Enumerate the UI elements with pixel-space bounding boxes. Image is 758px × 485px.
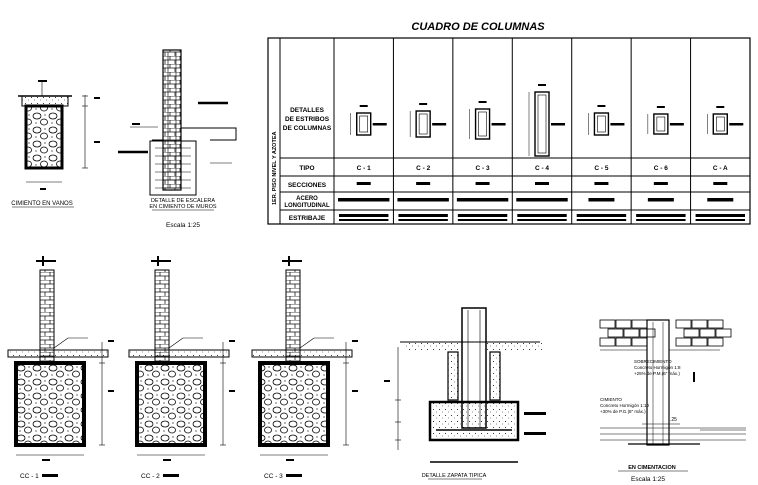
zapata-tipica-detail: DETALLE ZAPATA TIPICA [384,307,546,480]
cc-label: CC - 1 [20,473,39,480]
brick-wall-right [675,319,732,347]
cimentacion-label: EN CIMENTACION [628,465,676,471]
brick [599,319,616,329]
column-6: C - 6 [636,106,686,221]
column-section-sketch [653,113,669,135]
brick [683,328,700,338]
acero-value-bar [397,198,449,202]
table-border [267,37,751,225]
column-3: C - 3 [456,101,509,221]
brick [707,337,724,347]
cimiento-3: +30% de P.G.(8" máx.) [600,409,646,414]
section-value-bar [356,182,371,185]
cc-label: CC - 3 [264,473,283,480]
brick [607,328,624,338]
column-section-sketch [474,108,491,140]
column-type-label: C - 5 [594,165,608,172]
cc-label: CC - 2 [141,473,160,480]
column-type-label: C - 3 [476,165,490,172]
column-section-sketch [356,112,372,136]
row-label-acero-1: ACERO [296,196,318,202]
brick [599,337,616,347]
escalera-label-1: DETALLE DE ESCALERA [151,198,215,204]
brick [615,337,632,347]
table-title: CUADRO DE COLUMNAS [411,21,545,33]
brick [707,319,724,329]
acero-value-bar [516,198,568,202]
estribaje-value-bar [398,214,448,217]
row-label-secciones: SECCIONES [288,182,327,189]
brick [699,328,716,338]
column-type-label: C - 6 [654,165,668,172]
cimiento-1: CIMIENTO [600,397,622,402]
cc-3-detail: CC - 3 [251,256,358,480]
acero-value-bar [338,198,390,202]
column-type-label: C - A [713,165,728,172]
brick [691,319,708,329]
section-value-bar [594,182,609,185]
acero-value-bar [647,198,674,202]
sobrecimiento-1: SOBRECIMIENTO [634,359,672,364]
acero-value-bar [456,198,509,202]
section-value-bar [535,182,549,185]
estribaje-value-bar [457,214,508,217]
detalle-escalera-detail: DETALLE DE ESCALERA EN CIMIENTO DE MUROS… [118,49,237,229]
brick [615,319,632,329]
section-value-bar [713,182,728,185]
cimiento-2: Concreto Hormigón 1:10 [600,403,650,408]
row-label-acero-2: LONGITUDINAL [284,203,330,209]
section-value-bar [416,182,431,185]
cimiento-en-vanos-detail: CIMIENTO EN VANOS [11,80,100,208]
column-type-label: C - 2 [416,165,430,172]
column-section-sketch [593,112,610,136]
sobrecimiento-2: Concreto Hormigón 1:8 [634,365,681,370]
column-4: C - 4 [516,84,568,221]
brick [691,337,708,347]
cc-2-detail: CC - 2 [128,256,235,480]
details-line-1: DETALLES [290,107,324,114]
columns-schedule-table: CUADRO DE COLUMNAS 1ER. PISO NIVEL Y AZO… [267,21,751,225]
section-value-bar [653,182,668,185]
section-value-bar [475,182,490,185]
column-type-label: C - 4 [535,165,549,172]
estribaje-value-bar [517,214,567,217]
cc-1-detail: CC - 1 [7,256,114,480]
escalera-label-2: EN CIMIENTO DE MUROS [149,204,216,210]
estribaje-value-bar [636,214,686,217]
estribaje-value-bar [576,214,627,217]
brick [631,337,648,347]
acero-value-bar [707,198,734,202]
column-1: C - 1 [338,105,390,221]
acero-value-bar [588,198,615,202]
column-section-sketch [534,91,550,157]
details-line-2: DE ESTRIBOS [285,116,330,123]
brick [715,328,732,338]
row-label-tipo: TIPO [299,165,314,172]
column-5: C - 5 [576,105,627,221]
dimension-25: .25 [670,417,677,423]
zapata-label: DETALLE ZAPATA TIPICA [422,473,487,479]
brick [675,319,692,329]
column-type-label: C - 1 [357,165,371,172]
cimiento-vanos-label: CIMIENTO EN VANOS [11,201,72,207]
row-label-details: DETALLES DE ESTRIBOS DE COLUMNAS [283,107,332,132]
escala-label-1: Escala 1:25 [166,222,200,229]
brick [631,319,648,329]
column-section-sketch [415,110,431,138]
brick [623,328,640,338]
details-line-3: DE COLUMNAS [283,125,332,132]
column-section-sketch [712,113,728,135]
sobrecimiento-3: +25% de P.M.(6" máx.) [634,371,680,376]
column-7: C - A [695,106,745,221]
escala-label-2: Escala 1:25 [631,476,665,483]
cimentacion-detail: SOBRECIMIENTO Concreto Hormigón 1:8 +25%… [599,319,746,483]
brick [675,337,692,347]
row-label-estribaje: ESTRIBAJE [289,215,326,222]
column-2: C - 2 [397,103,449,221]
estribaje-value-bar [695,214,745,217]
estribaje-value-bar [339,214,389,217]
table-side-label: 1ER. PISO NIVEL Y AZOTEA [272,132,278,205]
